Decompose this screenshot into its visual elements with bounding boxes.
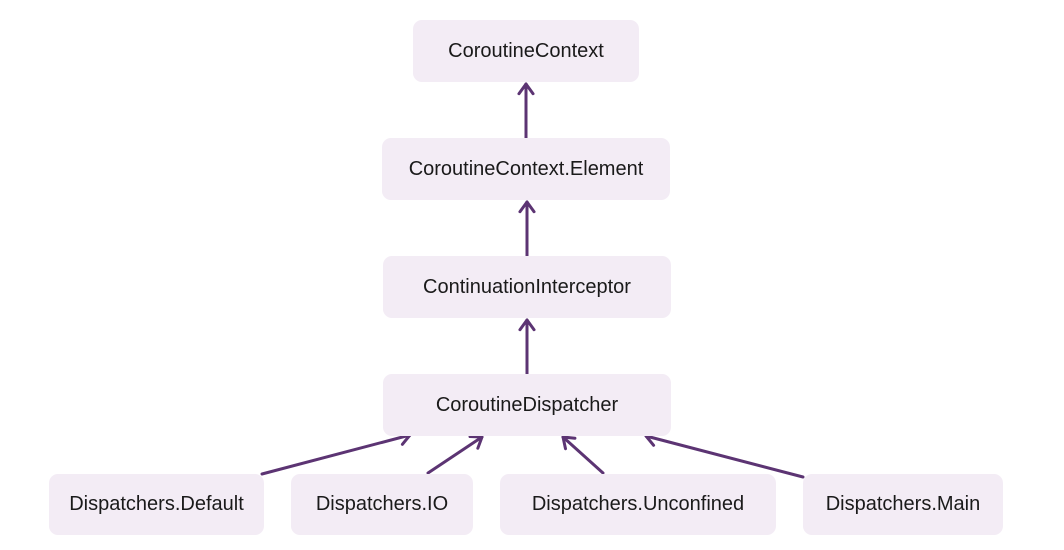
edge-line xyxy=(260,433,412,476)
edge-line xyxy=(561,435,605,475)
node-dispatchers-unconfined: Dispatchers.Unconfined xyxy=(500,474,776,535)
edge-dispatchers-default-to-coroutine-dispatcher xyxy=(260,429,412,476)
edge-coroutine-dispatcher-to-continuation-interceptor xyxy=(518,318,536,376)
node-coroutine-context: CoroutineContext xyxy=(413,20,639,82)
arrow-head-icon xyxy=(517,82,535,96)
edge-continuation-interceptor-to-coroutine-context-element xyxy=(518,200,536,258)
edge-dispatchers-unconfined-to-coroutine-dispatcher xyxy=(561,435,605,475)
node-dispatchers-io: Dispatchers.IO xyxy=(291,474,473,535)
arrow-head-icon xyxy=(561,435,577,451)
edge-dispatchers-main-to-coroutine-dispatcher xyxy=(644,430,805,479)
edge-line xyxy=(426,435,484,475)
node-coroutine-context-element: CoroutineContext.Element xyxy=(382,138,670,200)
node-dispatchers-default: Dispatchers.Default xyxy=(49,474,264,535)
node-coroutine-dispatcher: CoroutineDispatcher xyxy=(383,374,671,436)
edge-dispatchers-io-to-coroutine-dispatcher xyxy=(426,435,484,475)
node-continuation-interceptor: ContinuationInterceptor xyxy=(383,256,671,318)
arrow-head-icon xyxy=(518,200,536,214)
edge-line xyxy=(644,434,805,479)
arrow-head-icon xyxy=(468,435,484,450)
arrow-head-icon xyxy=(518,318,536,332)
node-dispatchers-main: Dispatchers.Main xyxy=(803,474,1003,535)
edge-coroutine-context-element-to-coroutine-context xyxy=(517,82,535,140)
